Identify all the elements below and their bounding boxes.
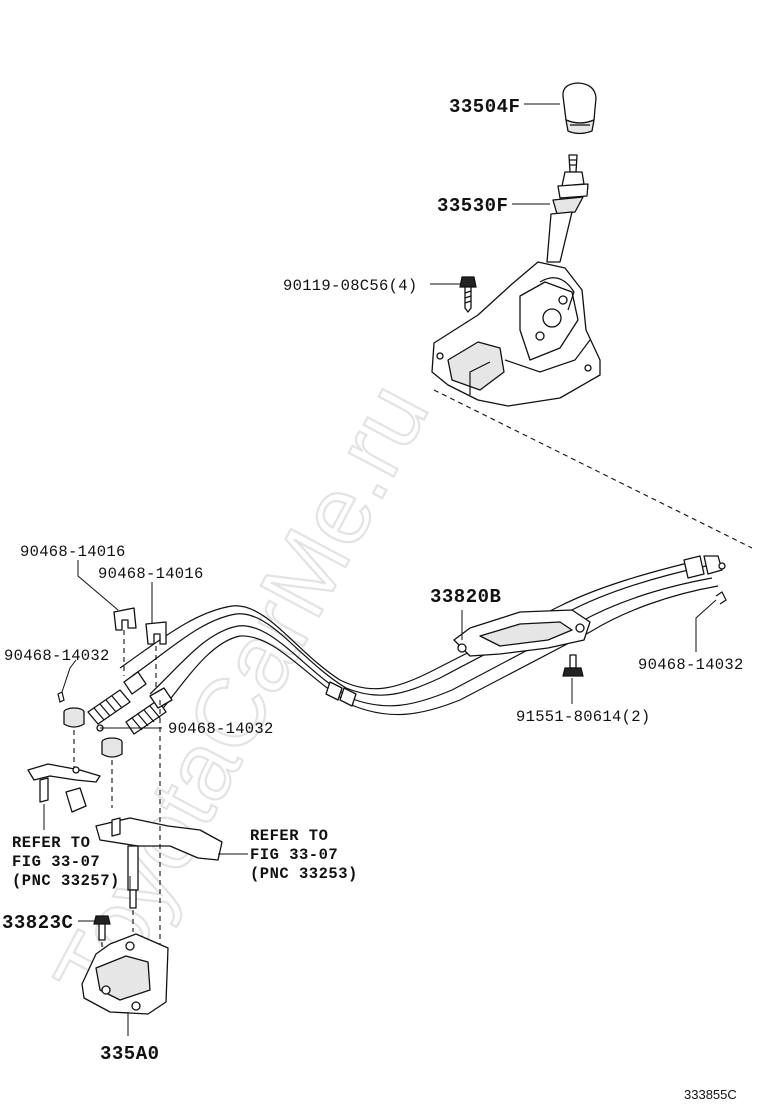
reference-right: REFER TO FIG 33-07 (PNC 33253) xyxy=(250,827,358,883)
label-90468-14016-b: 90468-14016 xyxy=(98,565,204,583)
ref-left-line-2: FIG 33-07 xyxy=(12,853,100,871)
cable-end-bushings xyxy=(57,691,123,808)
shift-cable-assembly xyxy=(87,555,726,735)
label-33820B: 33820B xyxy=(430,586,501,608)
reference-left: REFER TO FIG 33-07 (PNC 33257) xyxy=(12,834,120,890)
label-90468-14032-mid: 90468-14032 xyxy=(168,720,274,738)
lower-bracket xyxy=(81,933,169,1015)
bracket-bolt xyxy=(562,654,584,677)
ref-right-line-3: (PNC 33253) xyxy=(250,865,358,883)
clip-right xyxy=(715,591,727,605)
figure-code: 333855C xyxy=(684,1087,737,1102)
label-90468-14016-a: 90468-14016 xyxy=(20,543,126,561)
label-90468-14032-left: 90468-14032 xyxy=(4,647,110,665)
shifter-bolt xyxy=(459,276,477,313)
ref-right-line-2: FIG 33-07 xyxy=(250,846,338,864)
relation-line-upper xyxy=(433,389,753,549)
clip-pair xyxy=(113,607,167,690)
ref-right-line-1: REFER TO xyxy=(250,827,328,845)
leader-lines xyxy=(43,103,717,1036)
label-90119-08C56: 90119-08C56(4) xyxy=(283,277,417,295)
shift-lever xyxy=(546,154,589,263)
ref-left-line-1: REFER TO xyxy=(12,834,90,852)
label-33530F: 33530F xyxy=(437,195,508,217)
label-91551-80614: 91551-80614(2) xyxy=(516,708,650,726)
label-335A0: 335A0 xyxy=(100,1043,160,1065)
shift-lever-linkage xyxy=(27,700,223,990)
ref-left-line-3: (PNC 33257) xyxy=(12,872,120,890)
label-33823C: 33823C xyxy=(2,912,73,934)
label-90468-14032-right: 90468-14032 xyxy=(638,656,744,674)
label-33504F: 33504F xyxy=(449,96,520,118)
shifter-housing xyxy=(431,261,601,407)
shift-knob xyxy=(562,82,597,135)
